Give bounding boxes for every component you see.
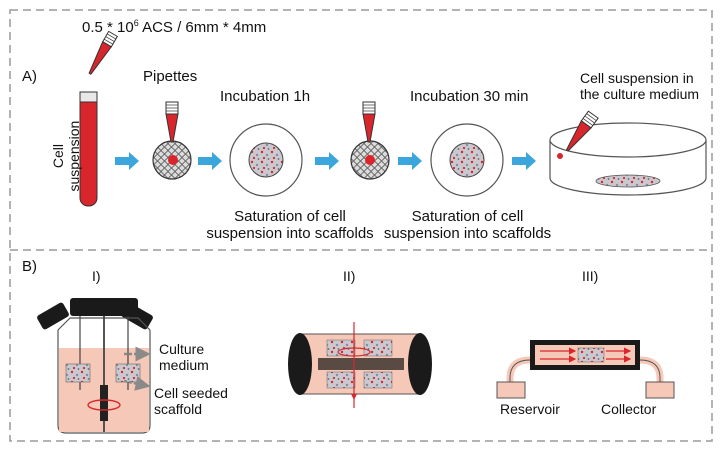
arrow-2: [198, 152, 222, 170]
arrow-3: [315, 152, 339, 170]
pointer-arrow-scaffold: [123, 376, 151, 391]
subpanel-iii-label: III): [582, 268, 599, 284]
culture-dish: [549, 122, 707, 196]
arrow-5: [512, 152, 536, 170]
incubation-1h-label: Incubation 1h: [220, 88, 311, 105]
rotating-wall-vessel: [288, 322, 432, 408]
scaffold-2: [350, 140, 390, 180]
arrow-1: [115, 152, 139, 170]
pipette-icon: [362, 101, 376, 143]
pipettes-label: Pipettes: [143, 68, 198, 85]
spinner-flask: [37, 298, 153, 434]
culture-medium-label: Culture medium: [159, 341, 209, 374]
perfusion-system: [496, 340, 675, 399]
process-arrows: [115, 152, 536, 170]
pipette-icon: [88, 30, 119, 75]
incubation-30min-label: Incubation 30 min: [410, 88, 529, 105]
cell-suspension-label: Cell suspension: [49, 120, 82, 192]
pipette-icon: [165, 101, 179, 143]
saturation-label-1: Saturation of cell suspension into scaff…: [206, 208, 374, 243]
droplet: [557, 153, 563, 159]
outer-frame: [9, 9, 713, 442]
panel-a-label: A): [22, 68, 37, 85]
arrow-4: [398, 152, 422, 170]
reservoir-box: [496, 381, 526, 399]
panel-b-label: B): [22, 258, 37, 275]
cell-seeded-scaffold-label: Cell seeded scaffold: [154, 385, 228, 418]
collector-box: [645, 381, 675, 399]
pipette-icon: [565, 110, 599, 152]
cell-suspension-tube: [79, 91, 98, 207]
scaffold-1: [152, 140, 192, 180]
subpanel-ii-label: II): [343, 268, 356, 284]
cell-density-label: 0.5 * 106 ACS / 6mm * 4mm: [82, 18, 267, 36]
subpanel-i-label: I): [92, 268, 101, 284]
incubation-dish-1: [229, 123, 303, 197]
incubation-dish-2: [430, 123, 504, 197]
saturation-label-2: Saturation of cell suspension into scaff…: [383, 208, 552, 243]
culture-medium-suspension-label: Cell suspension in the culture medium: [580, 70, 700, 103]
collector-label: Collector: [601, 401, 657, 417]
reservoir-label: Reservoir: [500, 401, 560, 417]
